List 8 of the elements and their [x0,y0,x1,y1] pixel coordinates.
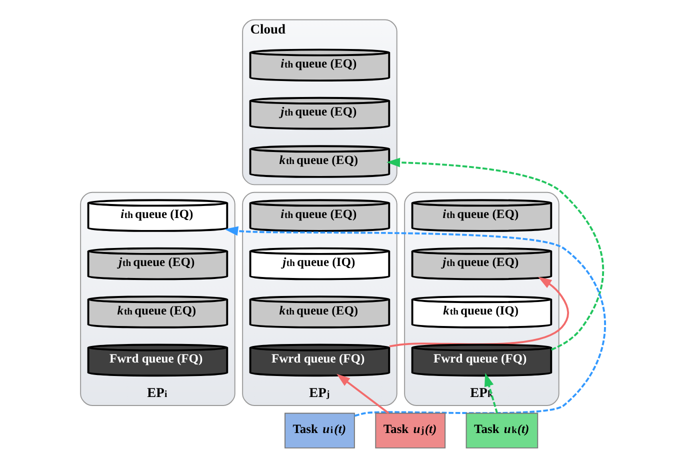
node-box: Task uk(t) [465,412,538,448]
arrow [224,226,606,417]
arrow [484,372,498,414]
arrow [386,158,604,351]
node-box: Task ui(t) [284,412,354,448]
arrow [336,374,389,414]
node-box: Task uj(t) [374,412,446,448]
arrow [388,276,569,348]
